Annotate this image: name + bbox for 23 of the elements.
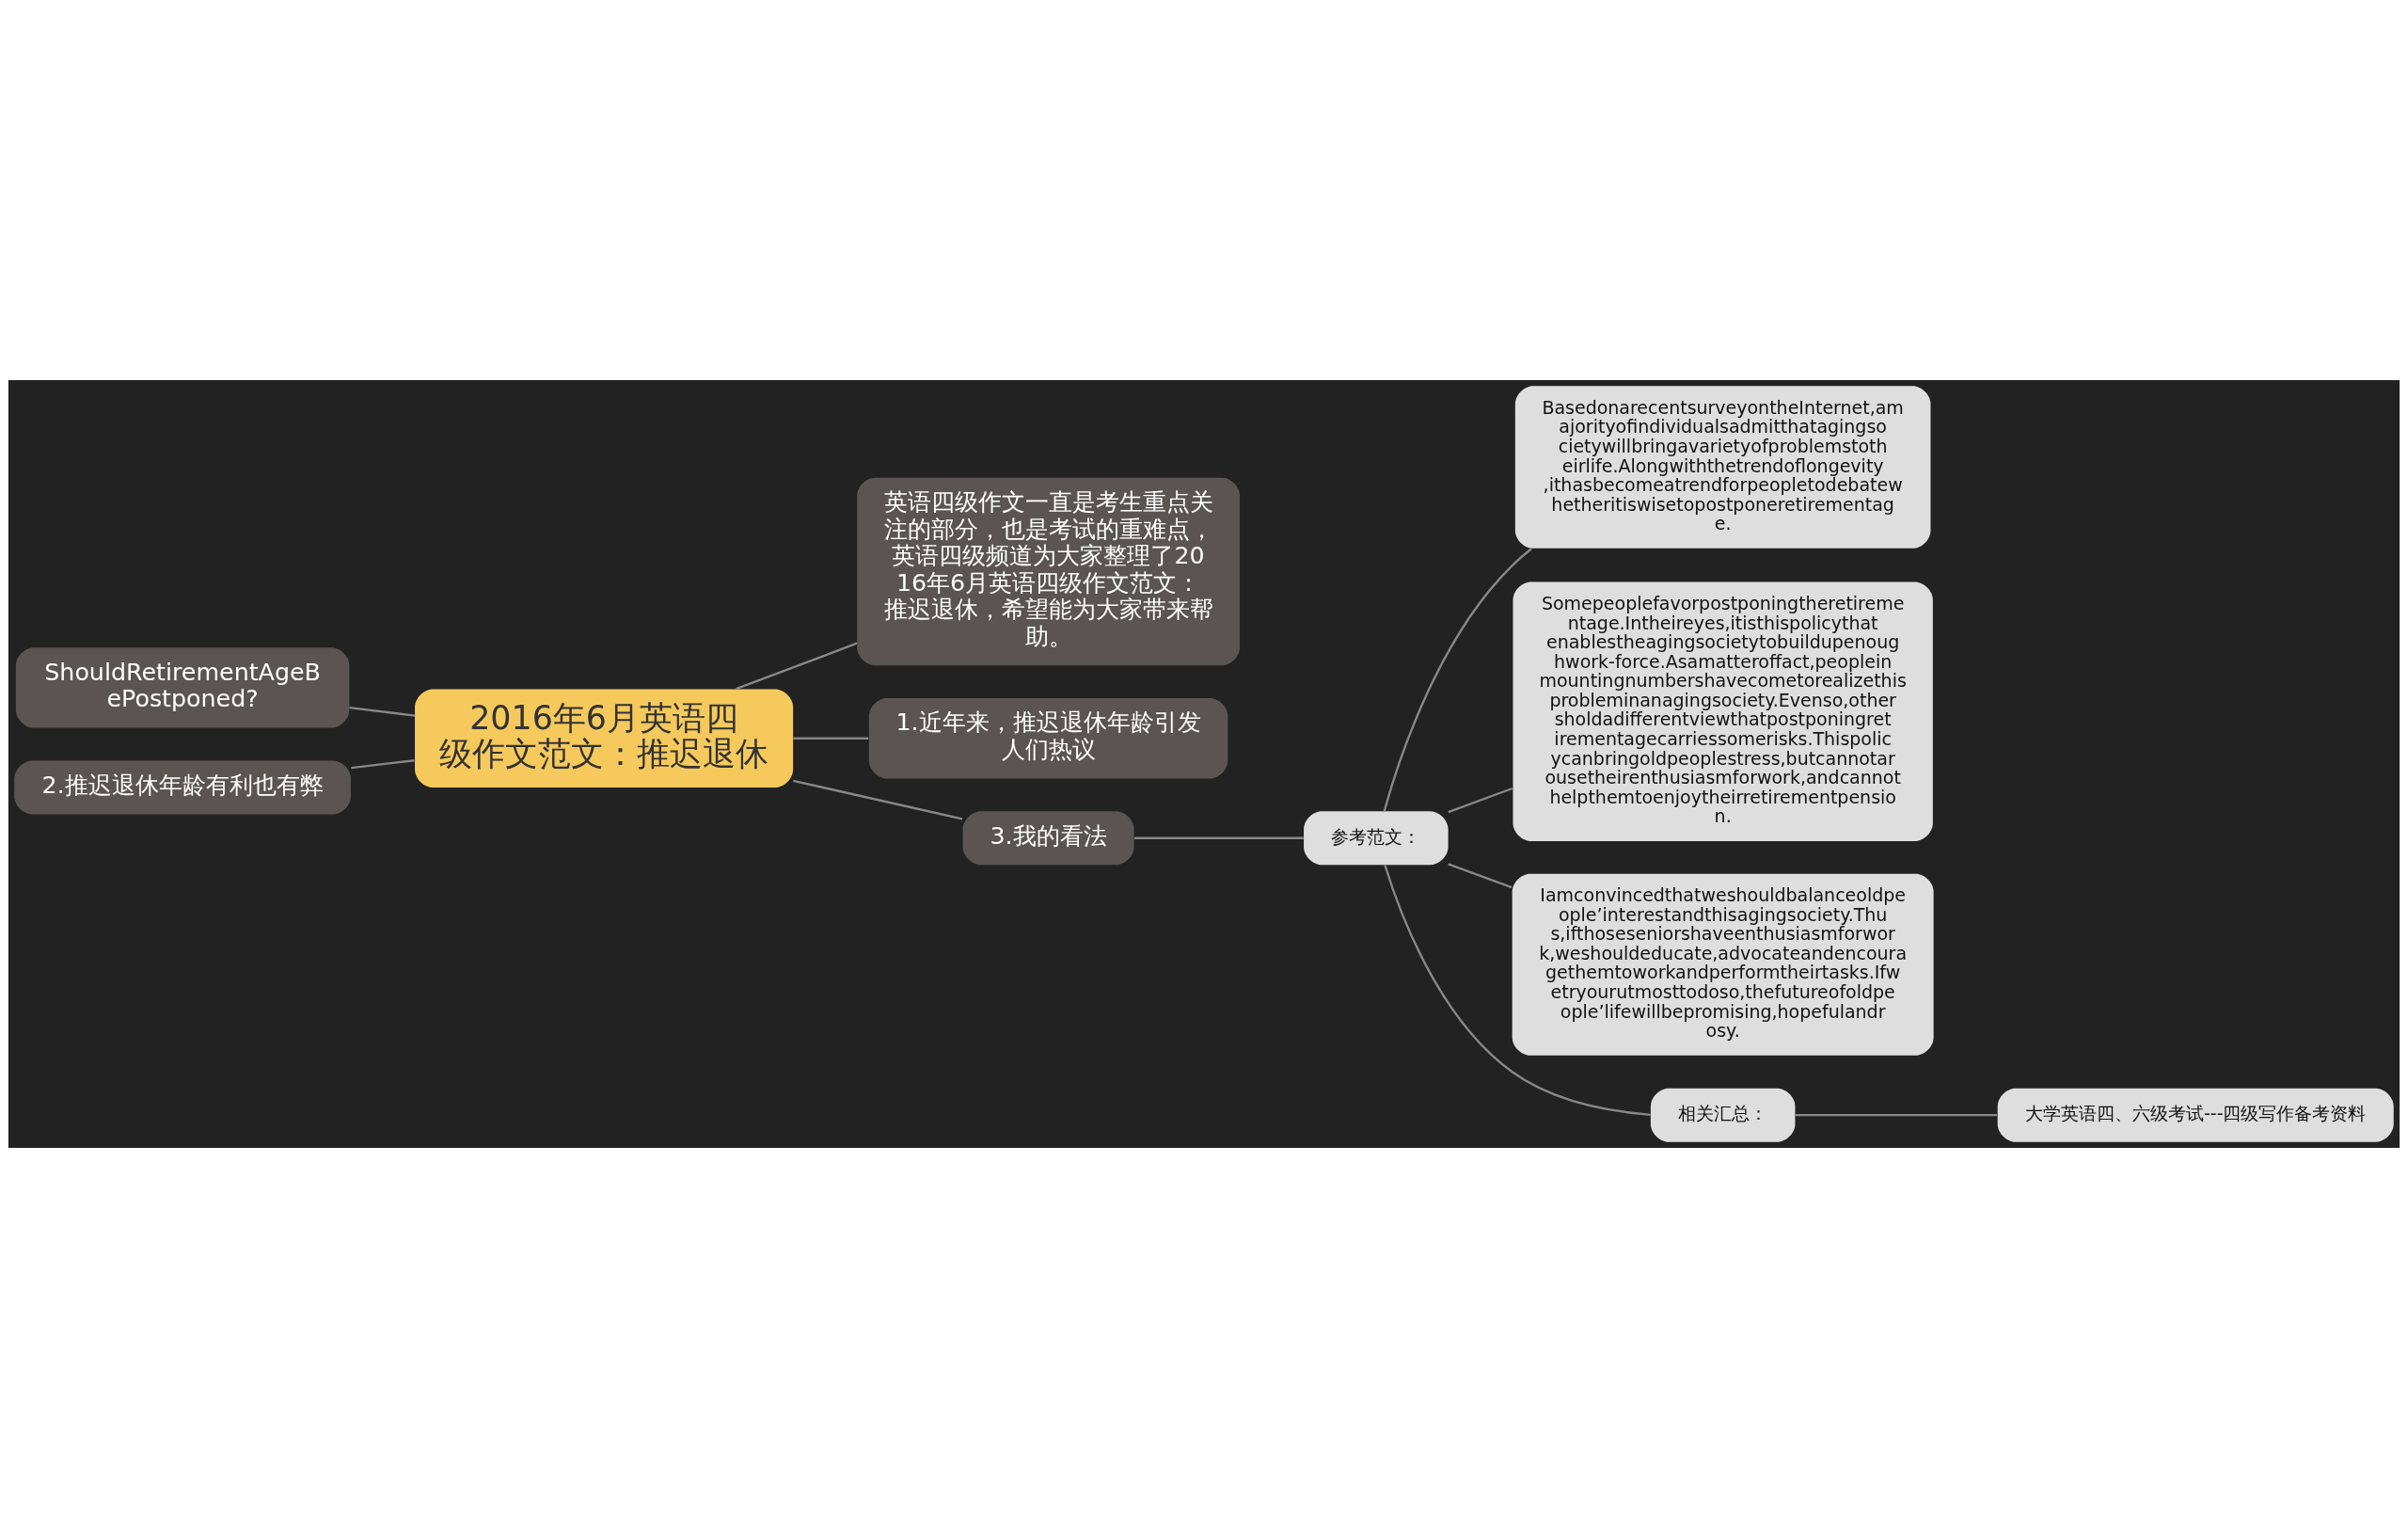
connector — [1133, 836, 1304, 839]
connector — [793, 737, 869, 740]
connector — [1795, 1114, 1998, 1117]
node-box: 2.推迟退休年龄有利也有弊 — [14, 760, 351, 815]
node-box: 1.近年来，推迟退休年龄引发人们热议 — [868, 697, 1228, 779]
node-box: 英语四级作文一直是考生重点关注的部分，也是考试的重难点，英语四级频道为大家整理了2016年6月英语四级作文范文：推迟退休，希望能为大家带来帮助。 — [857, 477, 1240, 666]
connector — [1448, 787, 1513, 814]
node-box: 大学英语四、六级考试---四级写作备考资料 — [1997, 1088, 2394, 1142]
connector — [793, 779, 963, 820]
node-box: 相关汇总： — [1650, 1088, 1796, 1142]
node-box: ShouldRetirementAgeBePostponed? — [15, 647, 350, 728]
node-box: 3.我的看法 — [962, 811, 1134, 866]
connector — [1384, 865, 1651, 1117]
node-box: BasedonarecentsurveyontheInternet,amajorityofindividualsadmitthatagingsocietywillbringavarietyofproblemstotheirlife.Alongwiththetrendoflongevity,ithasbecomeatrendforpeopletodebatewhetheritiswisetopostponeretirementage. — [1514, 386, 1931, 549]
connector — [351, 759, 415, 770]
node-box: 2016年6月英语四级作文范文：推迟退休 — [415, 689, 794, 788]
connector — [349, 706, 416, 717]
connector — [1383, 548, 1532, 812]
connector — [736, 642, 858, 691]
node-box: Somepeoplefavorpostponingtheretirementage.Intheireyes,itisthispolicythatenablestheagingsocietytobuildupenoughwork-force.Asamatteroffact,peopleinmountingnumbershavecometorealizethisprobleminanagingsociety.Evenso,othersholdadifferentviewthatpostponingretirementagecarriessomerisks.Thispolicycanbringoldpeoplestress,butcannotarousetheirenthusiasmforwork,andcannothelpthemtoenjoytheirretirementpension. — [1513, 581, 1933, 841]
connector — [1448, 863, 1513, 889]
node-box: 参考范文： — [1304, 811, 1449, 866]
node-box: Iamconvincedthatweshouldbalanceoldpeople’interestandthisagingsociety.Thus,ifthoseseniorshaveenthusiasmforwork,weshouldeducate,advocateandencouragethemtoworkandperformtheirtasks.Ifwetryourutmosttodoso,thefutureofoldpeople’lifewillbepromising,hopefulandrosy. — [1512, 873, 1934, 1056]
